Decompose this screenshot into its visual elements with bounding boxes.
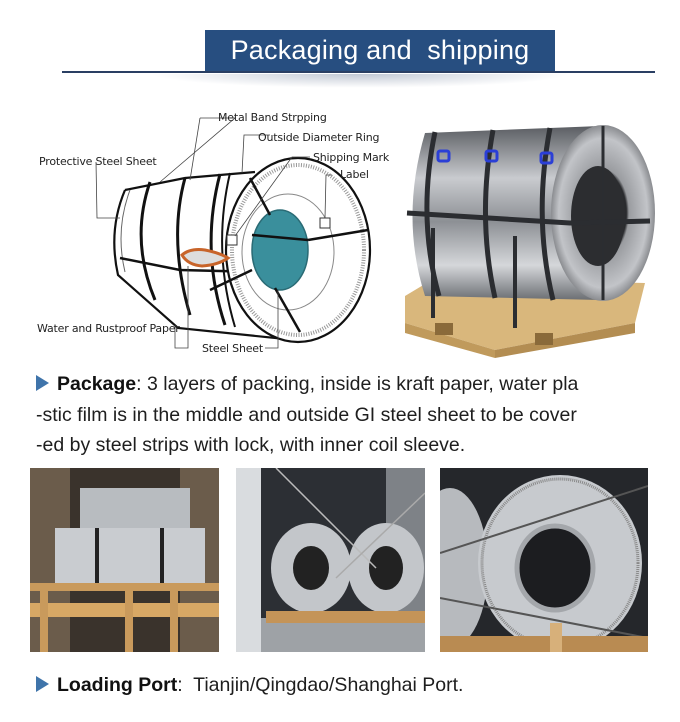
header-divider (62, 71, 655, 73)
package-text-line-3: -ed by steel strips with lock, with inne… (36, 434, 466, 456)
package-text-line-1: 3 layers of packing, inside is kraft pap… (147, 373, 579, 395)
callout-steel-sheet: Steel Sheet (202, 342, 263, 355)
callout-protective-sheet: Protective Steel Sheet (39, 155, 157, 168)
callout-shipping-mark: Shipping Mark (313, 151, 390, 164)
package-label: Package (57, 373, 137, 395)
loading-port-line: Loading Port: Tianjin/Qingdao/Shanghai P… (36, 674, 463, 697)
package-text-line-2: -stic film is in the middle and outside … (36, 404, 577, 426)
callout-outside-ring: Outside Diameter Ring (258, 131, 380, 144)
section-title-banner: Packaging and shipping (205, 30, 555, 71)
loading-port-separator: : (177, 674, 194, 696)
loading-port-label: Loading Port (57, 674, 178, 696)
section-title: Packaging and shipping (230, 35, 530, 65)
loading-port-value: Tianjin/Qingdao/Shanghai Port. (193, 674, 464, 696)
callout-metal-band: Metal Band Strpping (218, 111, 327, 124)
package-separator: : (136, 373, 147, 395)
callout-rustproof-paper: Water and Rustproof Paper (37, 322, 180, 335)
header-shadow (150, 74, 570, 88)
loading-photo-3 (440, 468, 648, 652)
arrow-right-icon (36, 375, 49, 391)
package-paragraph-line-1: Package: 3 layers of packing, inside is … (36, 373, 578, 396)
loading-photo-1 (30, 468, 219, 652)
coil-diagram-drawing (95, 117, 372, 349)
loading-photo-2 (236, 468, 425, 652)
callout-label: Label (340, 168, 369, 181)
arrow-right-icon (36, 676, 49, 692)
coil-packaging-diagram: Metal Band Strpping Outside Diameter Rin… (30, 100, 400, 360)
packed-coil-photo (395, 118, 655, 358)
